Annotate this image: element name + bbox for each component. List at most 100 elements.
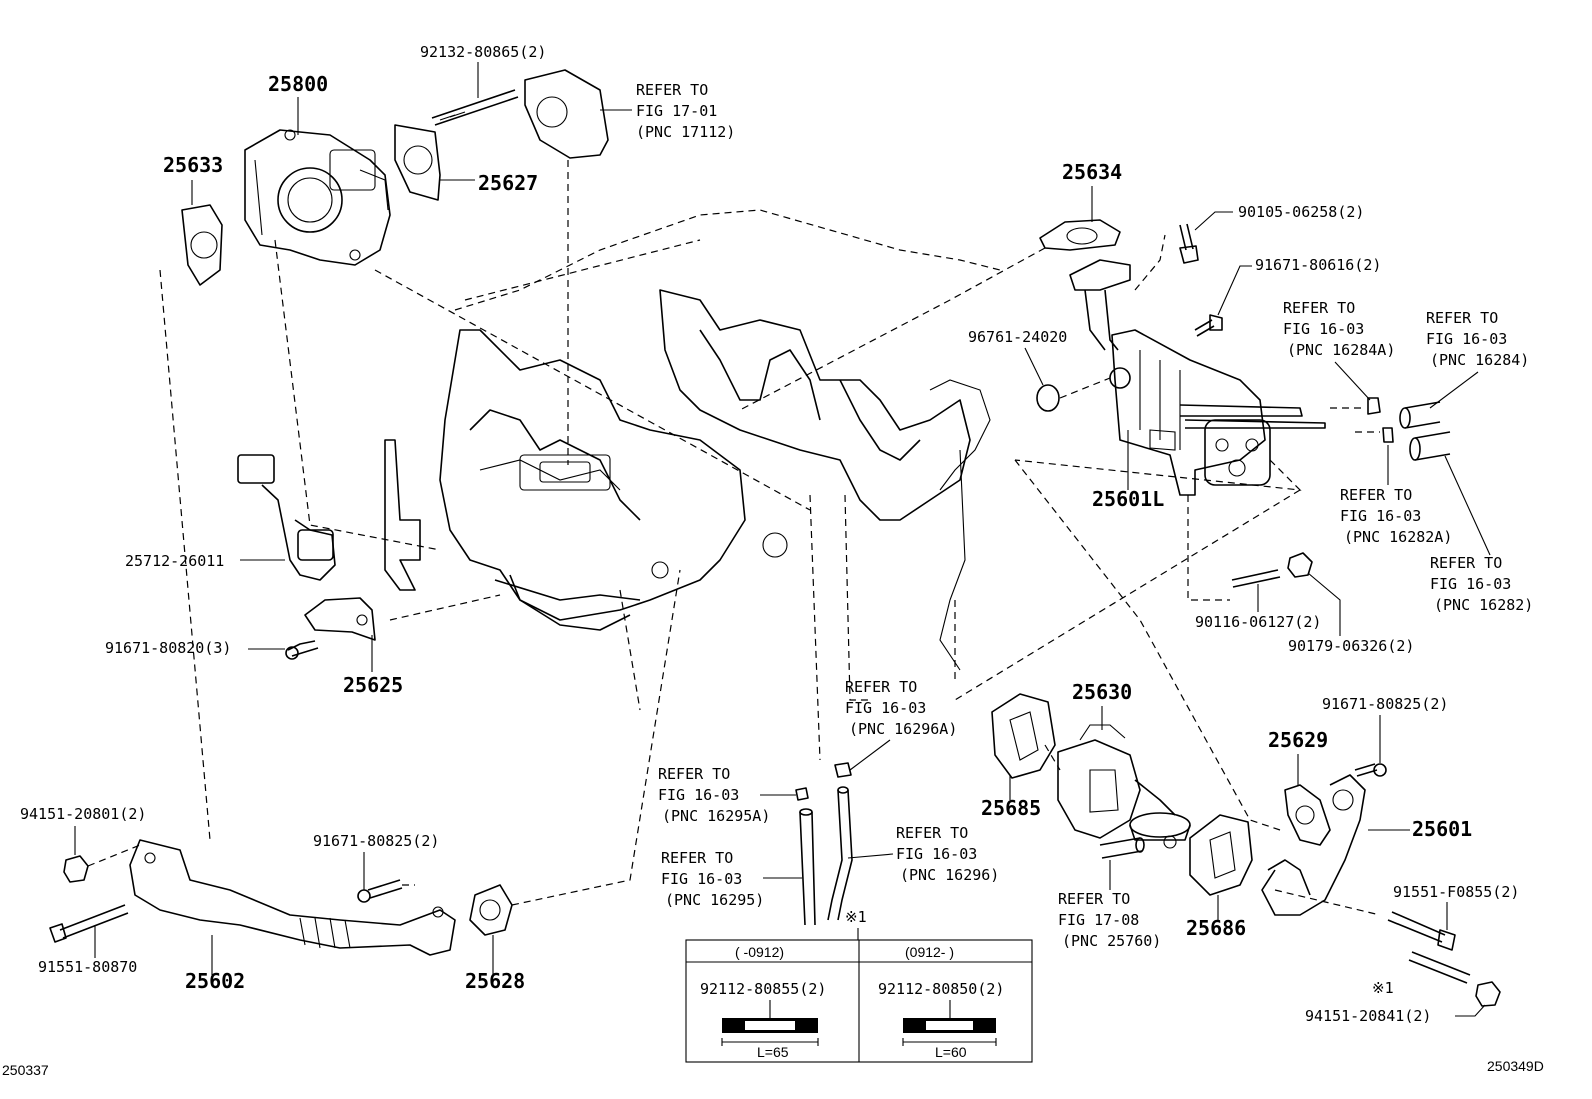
egr-pipe-25601[interactable] — [1261, 774, 1366, 916]
label-94151-20801: 94151-20801(2) — [20, 805, 146, 823]
svg-text:REFER TO: REFER TO — [658, 765, 730, 783]
svg-text:(PNC 16296A): (PNC 16296A) — [849, 720, 957, 738]
label-91671-80820: 91671-80820(3) — [105, 639, 231, 657]
gasket-25634[interactable] — [1039, 219, 1121, 251]
svg-text:FIG 17-01: FIG 17-01 — [636, 102, 717, 120]
footer-left-code: 250337 — [2, 1062, 49, 1078]
svg-text:REFER TO: REFER TO — [636, 81, 708, 99]
table-col2-length: L=60 — [935, 1044, 967, 1060]
svg-text:REFER TO: REFER TO — [661, 849, 733, 867]
label-25627: 25627 — [478, 171, 538, 195]
hose-clamps-right — [1330, 397, 1451, 461]
svg-text:FIG 16-03: FIG 16-03 — [1283, 320, 1364, 338]
nut-94151-20841[interactable] — [1475, 981, 1501, 1007]
label-94151-20841: 94151-20841(2) — [1305, 1007, 1431, 1025]
label-90105: 90105-06258(2) — [1238, 203, 1364, 221]
label-91551-F0855: 91551-F0855(2) — [1393, 883, 1519, 901]
ref-17112: REFER TO FIG 17-01 (PNC 17112) — [636, 81, 735, 141]
o-ring-96761[interactable] — [1036, 384, 1060, 412]
bolt-91551-F0855[interactable] — [1387, 911, 1456, 951]
svg-text:FIG 16-03: FIG 16-03 — [1340, 507, 1421, 525]
bolt-91671-80825-right[interactable] — [1354, 763, 1387, 777]
label-25800: 25800 — [268, 72, 328, 96]
table-col1-part: 92112-80855(2) — [700, 980, 826, 998]
table-col1-header: ( -0912) — [735, 944, 784, 960]
bolt-x1-right[interactable] — [1408, 951, 1471, 984]
label-25629: 25629 — [1268, 728, 1328, 752]
bracket-25625[interactable] — [304, 597, 376, 641]
nut-94151-20801[interactable] — [63, 855, 89, 883]
label-91671-80825-left: 91671-80825(2) — [313, 832, 439, 850]
svg-text:REFER TO: REFER TO — [1058, 890, 1130, 908]
stud-90116[interactable] — [1231, 569, 1281, 588]
bolt-91671-80820[interactable] — [285, 640, 319, 660]
gasket-25686[interactable] — [1189, 814, 1253, 896]
ref-25760: REFER TO FIG 17-08 (PNC 25760) — [1058, 890, 1161, 950]
label-90116: 90116-06127(2) — [1195, 613, 1321, 631]
table-col2-header: (0912- ) — [905, 944, 954, 960]
gasket-25633[interactable] — [181, 204, 223, 286]
table-col1-length: L=65 — [757, 1044, 789, 1060]
bolt-91551-80870[interactable] — [49, 904, 129, 943]
bolt-91671-80825-left[interactable] — [357, 879, 403, 903]
stud-variant-table: ( -0912) (0912- ) 92112-80855(2) 92112-8… — [685, 939, 1033, 1063]
label-25686: 25686 — [1186, 916, 1246, 940]
ref-16295: REFER TO FIG 16-03 (PNC 16295) — [661, 849, 764, 909]
svg-text:(PNC 25760): (PNC 25760) — [1062, 932, 1161, 950]
svg-text:FIG 16-03: FIG 16-03 — [1430, 575, 1511, 593]
svg-text:(PNC 16284): (PNC 16284) — [1430, 351, 1529, 369]
svg-text:(PNC 17112): (PNC 17112) — [636, 123, 735, 141]
nut-90179[interactable] — [1287, 552, 1313, 578]
label-91671-80616: 91671-80616(2) — [1255, 256, 1381, 274]
svg-text:FIG 16-03: FIG 16-03 — [845, 699, 926, 717]
svg-text:(PNC 16295): (PNC 16295) — [665, 891, 764, 909]
label-x1-table: ※1 — [845, 908, 867, 926]
svg-text:FIG 16-03: FIG 16-03 — [658, 786, 739, 804]
gasket-25685[interactable] — [991, 693, 1056, 779]
label-25602: 25602 — [185, 969, 245, 993]
svg-text:(PNC 16284A): (PNC 16284A) — [1287, 341, 1395, 359]
throttle-body-25800[interactable] — [244, 129, 391, 266]
svg-text:REFER TO: REFER TO — [1340, 486, 1412, 504]
label-25601L: 25601L — [1092, 487, 1164, 511]
ref-16296: REFER TO FIG 16-03 (PNC 16296) — [896, 824, 999, 884]
svg-text:FIG 16-03: FIG 16-03 — [1426, 330, 1507, 348]
svg-text:REFER TO: REFER TO — [1283, 299, 1355, 317]
engine-block-outline — [439, 209, 1001, 680]
hoses-center — [795, 762, 853, 926]
label-91671-80825-right: 91671-80825(2) — [1322, 695, 1448, 713]
refer-part-17112 — [524, 69, 609, 159]
ref-16296A: REFER TO FIG 16-03 (PNC 16296A) — [845, 678, 957, 738]
svg-text:(PNC 16295A): (PNC 16295A) — [662, 807, 770, 825]
bolt-90105[interactable] — [1179, 223, 1199, 264]
egr-cooler-25601L[interactable] — [1069, 259, 1326, 496]
table-col2-part: 92112-80850(2) — [878, 980, 1004, 998]
sensor-25712[interactable] — [237, 454, 336, 581]
egr-valve-25630[interactable] — [1057, 724, 1191, 849]
label-91551-80870: 91551-80870 — [38, 958, 137, 976]
ref-16284A: REFER TO FIG 16-03 (PNC 16284A) — [1283, 299, 1395, 359]
label-25601: 25601 — [1412, 817, 1472, 841]
svg-text:REFER TO: REFER TO — [1426, 309, 1498, 327]
ref-16282A: REFER TO FIG 16-03 (PNC 16282A) — [1340, 486, 1452, 546]
label-96761: 96761-24020 — [968, 328, 1067, 346]
egr-pipe-25602[interactable] — [129, 839, 456, 956]
svg-text:REFER TO: REFER TO — [1430, 554, 1502, 572]
svg-text:(PNC 16282A): (PNC 16282A) — [1344, 528, 1452, 546]
gasket-25628[interactable] — [469, 884, 513, 936]
label-25628: 25628 — [465, 969, 525, 993]
stud-92132[interactable] — [431, 89, 519, 126]
svg-text:FIG 17-08: FIG 17-08 — [1058, 911, 1139, 929]
bolt-91671-80616[interactable] — [1194, 314, 1223, 337]
label-92132: 92132-80865(2) — [420, 43, 546, 61]
label-x1-right: ※1 — [1372, 979, 1394, 997]
footer-right-code: 250349D — [1487, 1058, 1544, 1074]
gasket-25627[interactable] — [394, 124, 441, 201]
label-25712: 25712-26011 — [125, 552, 224, 570]
label-25633: 25633 — [163, 153, 223, 177]
label-25634: 25634 — [1062, 160, 1122, 184]
svg-text:REFER TO: REFER TO — [845, 678, 917, 696]
ref-16284: REFER TO FIG 16-03 (PNC 16284) — [1426, 309, 1529, 369]
label-25625: 25625 — [343, 673, 403, 697]
